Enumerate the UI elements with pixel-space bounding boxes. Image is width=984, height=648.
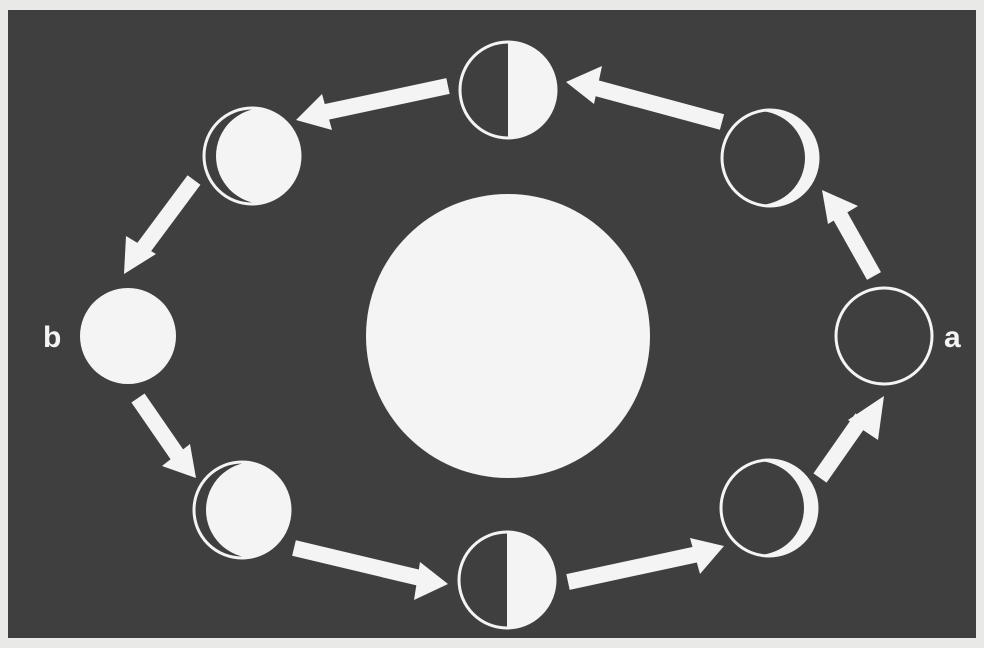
- moon-gibbous-lower-left: [194, 462, 302, 558]
- moon-crescent-lower-right: [710, 460, 817, 556]
- arrow-bottom-to-lower-right: [568, 538, 724, 582]
- moon-gibbous-upper-left: [204, 108, 312, 204]
- arrow-a-to-upper-right: [822, 190, 874, 276]
- moon-crescent-upper-right: [711, 110, 818, 206]
- moon-half-top: [460, 42, 556, 138]
- label-a: a: [944, 321, 961, 354]
- arrow-lower-left-to-bottom: [294, 548, 448, 600]
- moon-full-b: [80, 288, 176, 384]
- earth-circle: [366, 194, 650, 478]
- moon-new-a: [836, 288, 932, 384]
- label-b: b: [43, 321, 61, 354]
- arrow-upper-right-to-top: [566, 66, 722, 122]
- moon-half-bottom: [459, 532, 555, 628]
- arrow-lower-right-to-a: [820, 396, 884, 478]
- arrow-top-to-upper-left: [296, 86, 448, 130]
- arrow-upper-left-to-b: [124, 180, 194, 274]
- arrow-b-to-lower-left: [138, 398, 196, 478]
